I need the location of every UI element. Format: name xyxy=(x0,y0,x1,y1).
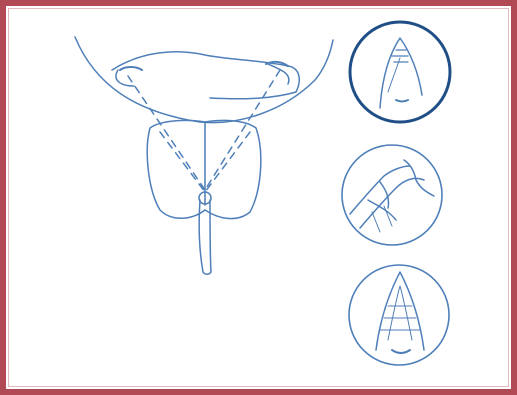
face-outline xyxy=(75,37,333,123)
tube xyxy=(199,192,211,274)
inset-top xyxy=(350,22,450,122)
inset-middle xyxy=(342,145,442,245)
upper-marks xyxy=(120,62,288,70)
inset-bottom xyxy=(349,265,449,365)
